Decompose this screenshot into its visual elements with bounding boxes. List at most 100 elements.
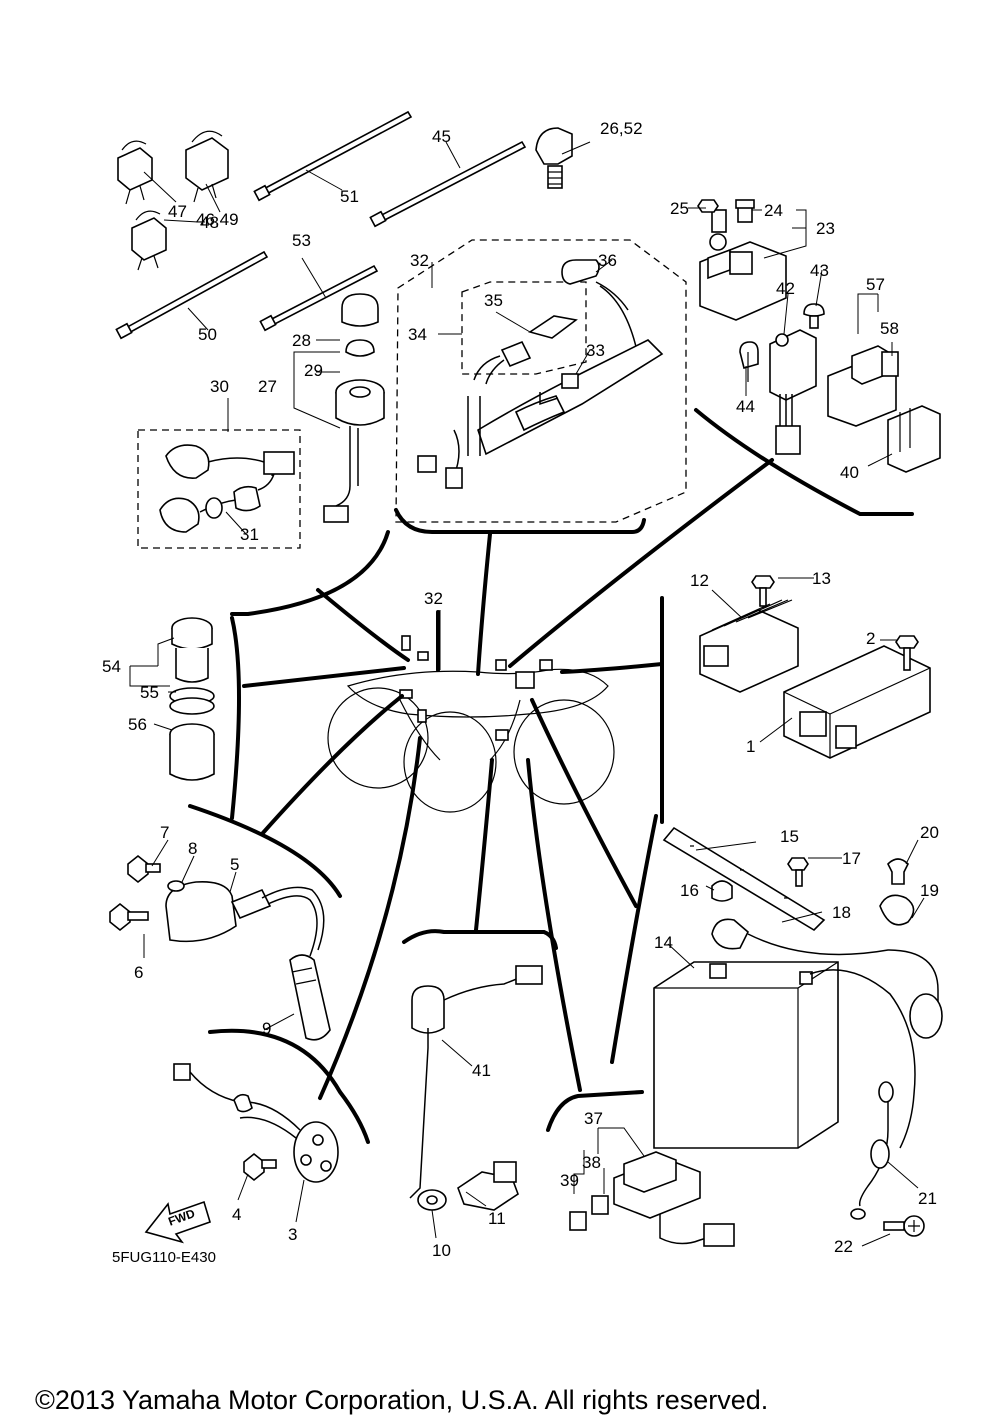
fuse-24 (735, 199, 755, 223)
washer-10 (417, 1189, 447, 1211)
wire-harness-box (395, 239, 687, 523)
label-58: 58 (880, 319, 899, 338)
positive-cable-18 (711, 918, 943, 1039)
rivet-20 (887, 858, 909, 885)
label-3: 3 (288, 1225, 297, 1244)
label-42: 42 (776, 279, 795, 298)
sensor-11 (457, 1161, 519, 1211)
bracket-44 (739, 341, 759, 382)
label-41: 41 (472, 1061, 491, 1080)
clamp-47 (117, 140, 153, 205)
wire-harness-32 (417, 259, 664, 489)
label-45: 45 (432, 127, 451, 146)
diagram-code: 5FUG110-E430 (112, 1249, 216, 1266)
switch-41 (409, 965, 543, 1199)
label-2: 2 (866, 629, 875, 648)
harness-sub-box-34 (461, 281, 587, 375)
bolt-17 (787, 857, 809, 887)
clamp-48 (131, 210, 167, 271)
rectifier-regulator-12 (699, 599, 799, 693)
battery-14 (653, 961, 839, 1149)
battery-band-15 (662, 826, 826, 932)
fwd-arrow: FWD (144, 1200, 211, 1244)
label-29: 29 (304, 361, 323, 380)
label-27: 27 (258, 377, 277, 396)
vehicle-outline (327, 635, 615, 813)
pickup-coil-3 (173, 1063, 339, 1183)
label-14: 14 (654, 933, 673, 952)
bolt-6 (109, 902, 149, 932)
bolt-43 (803, 303, 825, 329)
washer-8 (167, 880, 185, 892)
label-26-52: 26,52 (600, 119, 643, 138)
label-23: 23 (816, 219, 835, 238)
leader-lines (129, 141, 925, 1247)
label-53: 53 (292, 231, 311, 250)
cable-tie-53 (259, 264, 379, 332)
fuse-38 (591, 1195, 609, 1215)
relay-42 (769, 329, 817, 455)
label-33: 33 (586, 341, 605, 360)
copyright-notice: ©2013 Yamaha Motor Corporation, U.S.A. A… (35, 1385, 768, 1415)
clamp-26-52 (535, 127, 573, 189)
light-assembly-30 (159, 444, 295, 533)
label-36: 36 (598, 251, 617, 270)
label-32-harness: 32 (410, 251, 429, 270)
label-39: 39 (560, 1171, 579, 1190)
label-13: 13 (812, 569, 831, 588)
starter-relay-23 (699, 209, 787, 321)
label-38: 38 (582, 1153, 601, 1172)
ignition-coil-5 (165, 880, 325, 957)
label-19: 19 (920, 881, 939, 900)
label-6: 6 (134, 963, 143, 982)
label-44: 44 (736, 397, 755, 416)
label-46-49: 46,49 (196, 210, 239, 229)
label-28: 28 (292, 331, 311, 350)
label-20: 20 (920, 823, 939, 842)
connector-lines (242, 458, 774, 1100)
label-47: 47 (168, 202, 187, 221)
label-35: 35 (484, 291, 503, 310)
clamp-46-49 (185, 130, 229, 203)
label-10: 10 (432, 1241, 451, 1260)
cable-tie-50 (115, 250, 269, 340)
clip-19 (879, 894, 915, 926)
label-32-vehicle: 32 (424, 589, 443, 608)
label-57: 57 (866, 275, 885, 294)
label-5: 5 (230, 855, 239, 874)
label-9: 9 (262, 1019, 271, 1038)
label-22: 22 (834, 1237, 853, 1256)
damper-16 (711, 880, 733, 902)
label-43: 43 (810, 261, 829, 280)
cdi-unit-1 (783, 645, 931, 759)
label-21: 21 (918, 1189, 937, 1208)
bolt-4 (243, 1152, 277, 1182)
socket-cap-54 (171, 617, 213, 683)
label-34: 34 (408, 325, 427, 344)
sleeve-56 (169, 723, 215, 781)
label-30: 30 (210, 377, 229, 396)
bolt-25 (697, 199, 719, 213)
label-31: 31 (240, 525, 259, 544)
label-56: 56 (128, 715, 147, 734)
label-51: 51 (340, 187, 359, 206)
label-4: 4 (232, 1205, 241, 1224)
cable-tie-51 (253, 110, 413, 202)
label-50: 50 (198, 325, 217, 344)
bolt-7 (127, 854, 161, 884)
label-17: 17 (842, 849, 861, 868)
label-24: 24 (764, 201, 783, 220)
main-switch-assembly (323, 293, 385, 523)
light-assembly-box (137, 429, 301, 549)
label-11: 11 (488, 1209, 506, 1228)
cable-tie-45 (369, 140, 527, 228)
label-15: 15 (780, 827, 799, 846)
negative-cable-21 (809, 969, 916, 1220)
fuse-39 (569, 1211, 587, 1231)
label-55: 55 (140, 683, 159, 702)
label-48: 48 (200, 213, 219, 232)
relay-57 (827, 345, 897, 427)
label-16: 16 (680, 881, 699, 900)
relay-37 (613, 1151, 735, 1247)
